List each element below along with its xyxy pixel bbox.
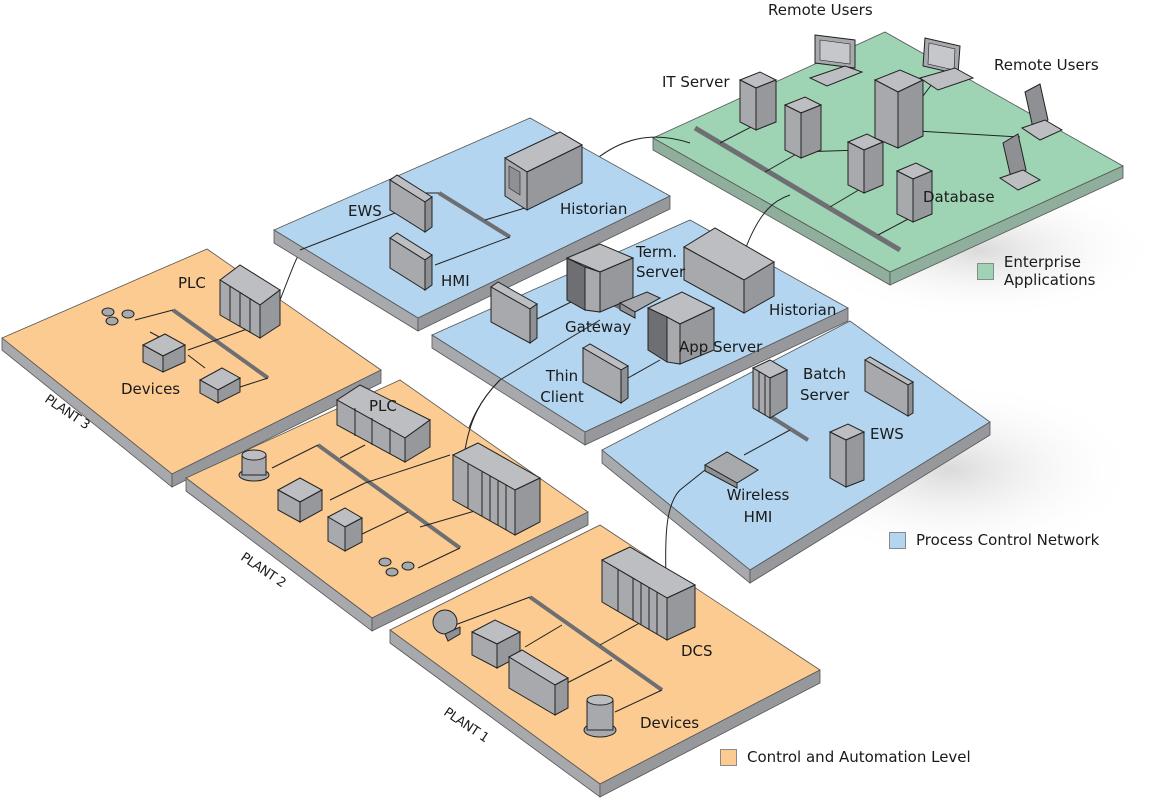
remote-user-workstation-icon <box>998 133 1042 191</box>
sensor-devices-icon <box>378 557 415 577</box>
legend-label-process: Process Control Network <box>916 531 1100 549</box>
server-icon <box>846 133 885 194</box>
label-hmi: HMI <box>441 272 470 290</box>
label-historian-upper: Historian <box>560 200 628 218</box>
legend-label-enterprise: Enterprise Applications <box>1003 253 1096 289</box>
enterprise-bus <box>693 125 902 253</box>
ews-monitor-icon <box>389 174 433 233</box>
label-remote-users-right: Remote Users <box>994 56 1099 74</box>
legend-item-enterprise: Enterprise Applications <box>977 253 1176 289</box>
device-drive-icon <box>326 507 364 552</box>
legend-item-process: Process Control Network <box>889 531 1099 549</box>
wireless-hmi-icon <box>703 451 759 489</box>
panel-device-icon <box>507 649 570 716</box>
label-plant2-plc: PLC <box>369 397 397 415</box>
legend-swatch-process <box>889 531 906 549</box>
pcn-upper-platform <box>273 117 671 332</box>
label-ews-upper: EWS <box>348 202 382 220</box>
label-gateway: Gateway <box>565 318 632 336</box>
historian-server-icon <box>503 131 584 211</box>
label-wireless-hmi-line2: HMI <box>743 508 773 526</box>
server-icon <box>783 96 823 159</box>
dcs-cabinet-icon <box>451 442 542 536</box>
plant-1-bus <box>528 595 664 692</box>
label-plant1-dcs: DCS <box>681 642 713 660</box>
label-thin-client-line1: Thin <box>545 367 579 385</box>
plant-2-platform <box>185 379 589 632</box>
legend-swatch-enterprise <box>977 262 994 280</box>
gateway-icon <box>618 291 662 319</box>
term-server-icon <box>565 243 635 313</box>
app-server-icon <box>646 291 716 365</box>
label-ews-lower: EWS <box>870 425 904 443</box>
label-wireless-hmi-line1: Wireless <box>726 486 790 504</box>
label-plant1-devices: Devices <box>640 714 700 732</box>
it-server-icon <box>738 71 778 131</box>
thin-client-monitor-icon <box>490 281 538 344</box>
label-batch-server-line2: Server <box>800 386 850 404</box>
dcs-cabinet-icon <box>600 546 697 641</box>
thin-client-monitor-icon <box>581 343 630 404</box>
plant-3-platform <box>1 248 382 488</box>
label-remote-users-top: Remote Users <box>768 1 873 19</box>
legend-item-control: Control and Automation Level <box>720 748 971 766</box>
historian-server-icon <box>683 227 775 314</box>
label-term-server-line1: Term. <box>636 243 678 261</box>
hmi-monitor-icon <box>389 232 433 291</box>
label-batch-server-line1: Batch <box>803 365 847 383</box>
motor-device-icon <box>432 609 461 642</box>
remote-user-workstation-icon <box>918 37 975 91</box>
database-server-icon <box>895 162 934 223</box>
pcn-lower-bus <box>763 411 810 442</box>
pcn-upper-bus <box>437 191 512 239</box>
label-term-server-line2: Server <box>636 263 686 281</box>
pcn-middle-platform <box>431 219 849 451</box>
enterprise-platform <box>279 31 1124 301</box>
server-icon <box>828 423 866 488</box>
pcn-lower-platform <box>601 320 991 584</box>
mainframe-server-icon <box>873 69 925 149</box>
label-database: Database <box>923 188 995 206</box>
remote-user-workstation-icon <box>808 34 864 87</box>
batch-server-icon <box>751 359 789 419</box>
device-box-icon <box>141 333 187 373</box>
plc-icon <box>219 264 281 339</box>
label-it-server: IT Server <box>662 73 730 91</box>
label-plant3-plc: PLC <box>178 274 206 292</box>
plant-1-platform <box>389 524 821 798</box>
device-box-icon <box>276 477 324 523</box>
beacon-device-icon <box>583 694 617 738</box>
sensor-devices-icon <box>101 307 135 326</box>
legend-swatch-control <box>720 748 737 766</box>
label-app-server: App Server <box>679 338 763 356</box>
plant-3-bus <box>171 308 270 380</box>
beacon-device-icon <box>238 449 270 482</box>
ews-monitor-icon <box>864 356 914 417</box>
label-historian-middle: Historian <box>769 301 837 319</box>
remote-user-workstation-icon <box>1020 83 1064 141</box>
label-plant3-devices: Devices <box>121 380 181 398</box>
label-thin-client-line2: Client <box>540 388 584 406</box>
legend-label-control: Control and Automation Level <box>747 748 971 766</box>
device-drive-icon <box>198 367 242 404</box>
plc-icon <box>336 384 431 463</box>
plant-2-bus <box>316 443 462 550</box>
